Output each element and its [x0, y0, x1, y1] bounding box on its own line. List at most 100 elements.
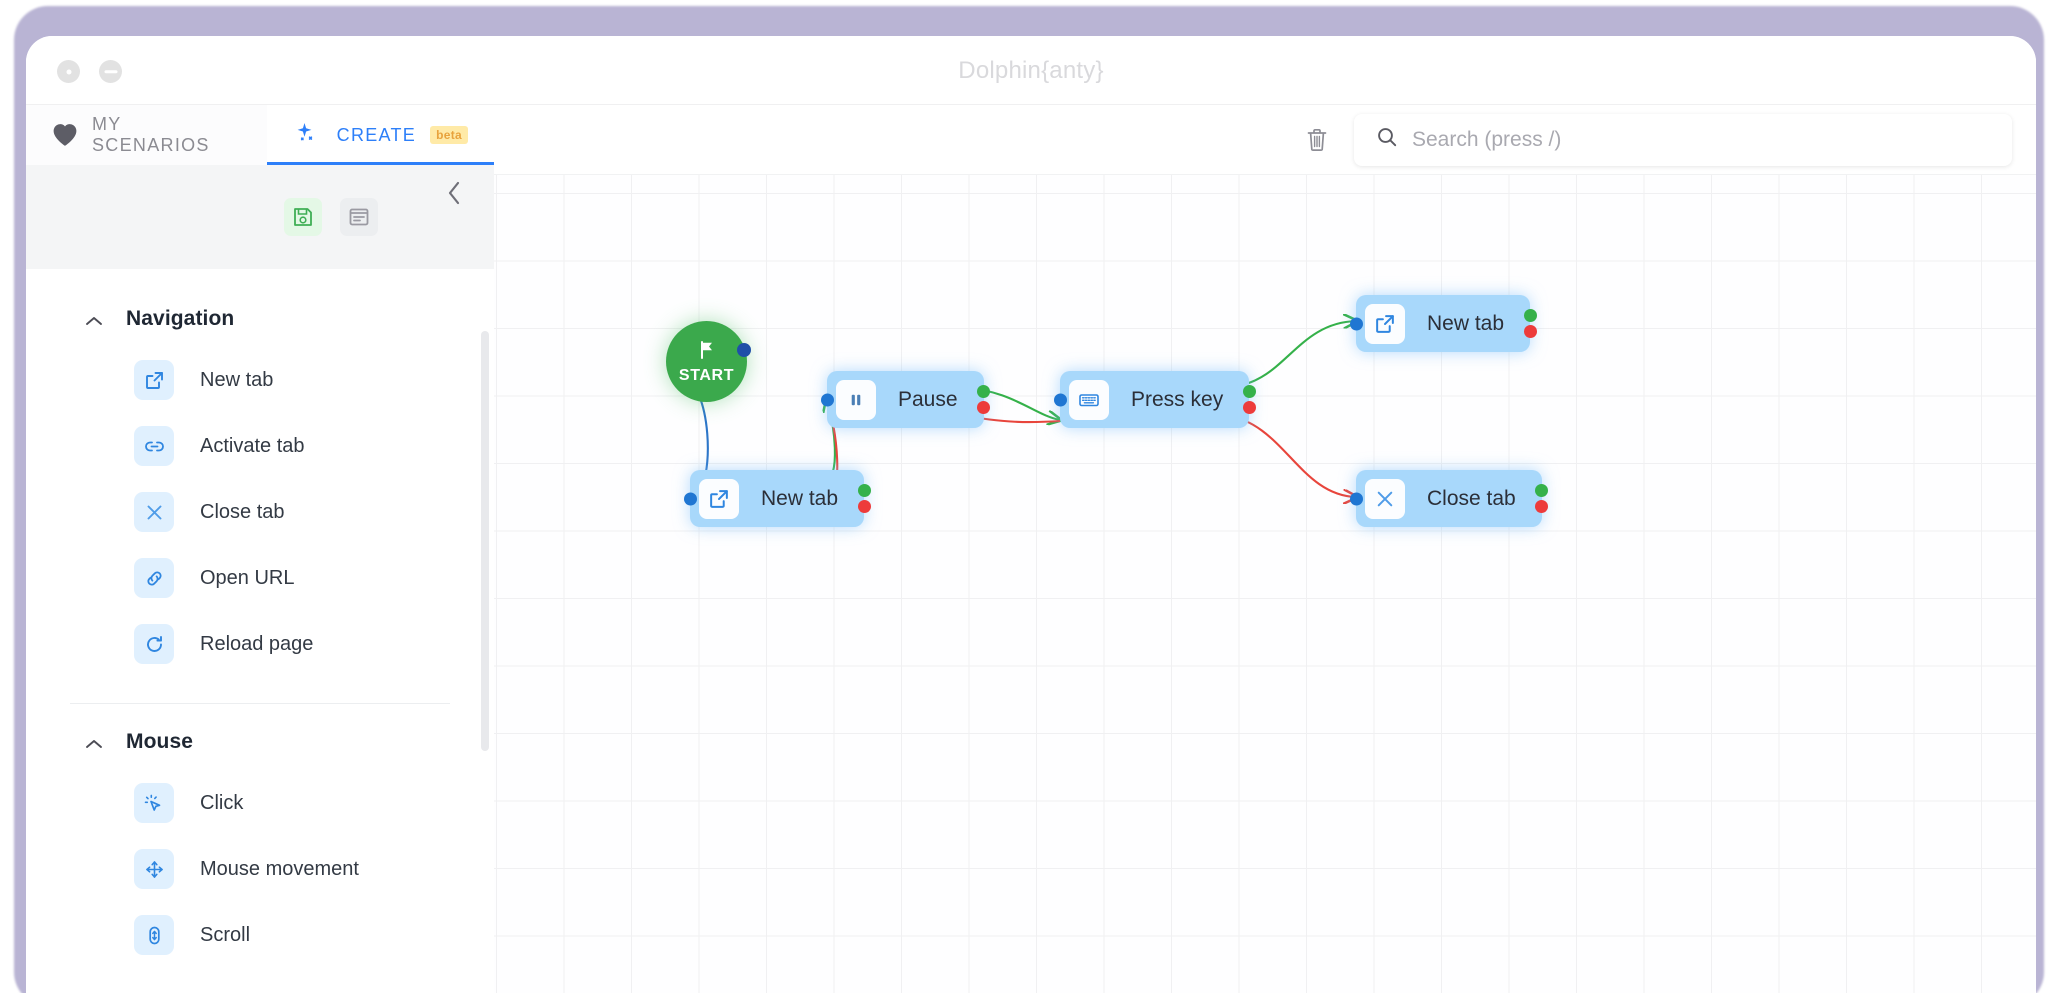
scroll-icon — [134, 915, 174, 955]
start-node[interactable]: START — [666, 321, 751, 402]
group-mouse: Mouse Click — [26, 714, 494, 968]
action-item-label: Close tab — [200, 500, 285, 523]
success-output-port[interactable] — [1242, 385, 1256, 398]
reload-icon — [134, 624, 174, 664]
action-item-close-tab[interactable]: Close tab — [26, 479, 494, 545]
action-item-label: Mouse movement — [200, 857, 359, 880]
keyboard-icon — [1069, 379, 1109, 420]
action-list[interactable]: Navigation New tab — [26, 269, 494, 993]
action-item-label: Open URL — [200, 566, 295, 589]
error-output-port[interactable] — [1242, 401, 1256, 414]
node-label: New tab — [761, 486, 839, 510]
window-title: Dolphin{anty} — [958, 57, 1104, 84]
group-navigation-header[interactable]: Navigation — [26, 291, 494, 347]
move-arrows-icon — [134, 849, 174, 889]
trash-icon — [1307, 128, 1327, 151]
search-input[interactable] — [1412, 127, 1990, 152]
input-port[interactable] — [1053, 393, 1067, 406]
close-dot-icon — [66, 69, 71, 74]
search-box[interactable] — [1354, 113, 2012, 166]
action-item-label: Scroll — [200, 923, 251, 946]
tab-create[interactable]: CREATE beta — [266, 105, 495, 165]
canvas-header — [494, 105, 2036, 175]
panel-scrollbar[interactable] — [481, 269, 492, 993]
group-navigation: Navigation New tab — [26, 291, 494, 677]
chevron-up-icon — [84, 736, 104, 753]
external-link-icon — [134, 360, 174, 400]
node-new-tab-1[interactable]: New tab — [683, 470, 871, 527]
external-link-icon — [1365, 303, 1405, 344]
error-output-port[interactable] — [977, 401, 991, 414]
action-item-reload-page[interactable]: Reload page — [26, 611, 494, 677]
group-mouse-header[interactable]: Mouse — [26, 714, 494, 770]
search-icon — [1376, 126, 1398, 153]
group-divider — [70, 703, 450, 704]
node-pause[interactable]: Pause — [820, 371, 991, 428]
action-item-open-url[interactable]: Open URL — [26, 545, 494, 611]
action-item-click[interactable]: Click — [26, 770, 494, 836]
title-bar: Dolphin{anty} — [26, 36, 2036, 105]
heart-icon — [52, 123, 78, 147]
close-x-icon — [134, 492, 174, 532]
node-label: New tab — [1427, 311, 1505, 335]
cursor-click-icon — [134, 783, 174, 823]
tab-bar: MY SCENARIOS CREATE beta — [26, 105, 495, 165]
group-mouse-title: Mouse — [126, 730, 194, 753]
error-output-port[interactable] — [1523, 325, 1537, 338]
tab-my-scenarios[interactable]: MY SCENARIOS — [26, 105, 267, 165]
action-item-mouse-movement[interactable]: Mouse movement — [26, 836, 494, 902]
tab-create-label: CREATE — [336, 124, 417, 145]
group-navigation-title: Navigation — [126, 307, 235, 330]
panel-scrollbar-thumb[interactable] — [481, 331, 489, 751]
error-output-port[interactable] — [1535, 500, 1549, 513]
action-item-scroll[interactable]: Scroll — [26, 902, 494, 968]
start-output-port[interactable] — [737, 343, 751, 357]
success-output-port[interactable] — [1535, 484, 1549, 497]
external-link-icon — [699, 478, 739, 519]
success-output-port[interactable] — [977, 385, 991, 398]
input-port[interactable] — [1349, 492, 1363, 505]
chevron-up-icon — [84, 313, 104, 330]
node-new-tab-2[interactable]: New tab — [1349, 295, 1537, 352]
action-item-activate-tab[interactable]: Activate tab — [26, 413, 494, 479]
save-button[interactable] — [284, 198, 322, 236]
action-item-new-tab[interactable]: New tab — [26, 347, 494, 413]
error-output-port[interactable] — [857, 500, 871, 513]
close-x-icon — [1365, 478, 1405, 519]
window-body: MY SCENARIOS CREATE beta — [26, 105, 2036, 993]
action-item-label: Reload page — [200, 632, 314, 655]
notes-icon — [349, 208, 369, 226]
left-panel: MY SCENARIOS CREATE beta — [26, 105, 495, 993]
window-minimize-button[interactable] — [99, 60, 122, 83]
save-icon — [294, 208, 312, 226]
node-label: Pause — [898, 387, 958, 411]
notes-button[interactable] — [340, 198, 378, 236]
action-item-label: New tab — [200, 368, 274, 391]
panel-collapse-button[interactable] — [440, 179, 468, 207]
input-port[interactable] — [683, 492, 697, 505]
delete-button[interactable] — [1302, 124, 1332, 156]
scenario-canvas[interactable]: START New tab — [494, 175, 2036, 993]
node-press-key[interactable]: Press key — [1053, 371, 1256, 428]
success-output-port[interactable] — [857, 484, 871, 497]
panel-toolbar — [26, 165, 494, 269]
start-node-label: START — [678, 366, 735, 384]
input-port[interactable] — [820, 393, 834, 406]
chain-link-icon — [134, 558, 174, 598]
input-port[interactable] — [1349, 317, 1363, 330]
node-label: Close tab — [1427, 486, 1516, 510]
action-item-label: Activate tab — [200, 434, 305, 457]
link-horizontal-icon — [134, 426, 174, 466]
success-output-port[interactable] — [1523, 309, 1537, 322]
node-label: Press key — [1131, 387, 1224, 411]
window-close-button[interactable] — [57, 60, 80, 83]
beta-badge: beta — [430, 126, 468, 144]
app-window: Dolphin{anty} MY SCENARIOS — [26, 36, 2036, 993]
node-close-tab[interactable]: Close tab — [1349, 470, 1549, 527]
action-item-label: Click — [200, 791, 244, 814]
minimize-dash-icon — [104, 69, 117, 74]
edge-press-key-to-close-tab-err — [1224, 413, 1356, 497]
edge-layer — [679, 175, 2036, 513]
pause-icon — [836, 379, 876, 420]
